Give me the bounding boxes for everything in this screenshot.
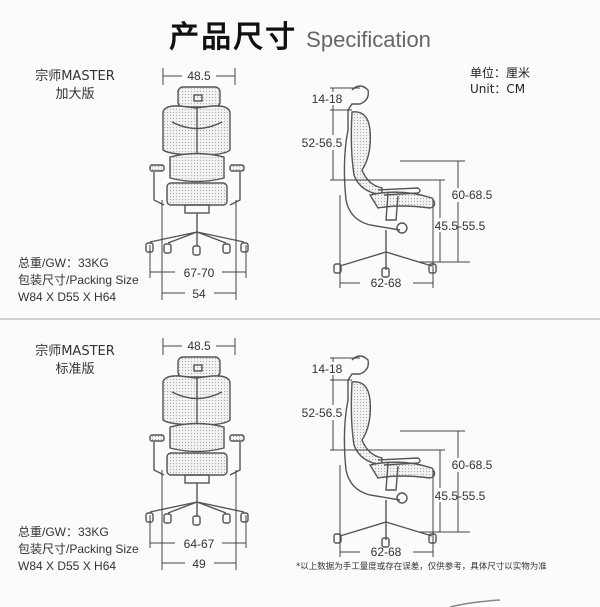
- side-view-large: 14-18 52-56.5 60-68.5 45.5-55.5 62-68: [302, 85, 493, 290]
- dim-seat-height: 45.5-55.5: [435, 489, 486, 503]
- dim-back-height: 52-56.5: [302, 406, 343, 420]
- dim-top-width: 48.5: [187, 339, 211, 353]
- model-line2: 标准版: [55, 362, 95, 377]
- dim-base-width: 64-67: [184, 537, 215, 551]
- front-view-standard: 48.5 64-67 49: [145, 338, 249, 571]
- side-view-standard: 14-18 52-56.5 60-68.5 45.5-55.5 62-68: [302, 355, 493, 559]
- section-divider: [0, 318, 600, 320]
- packing-size: W84 X D55 X H64: [18, 559, 117, 573]
- unit-zh: 单位：厘米: [470, 66, 531, 80]
- dim-seat-width: 49: [192, 557, 206, 571]
- dim-headrest: 14-18: [312, 92, 343, 106]
- model-line2: 加大版: [55, 87, 95, 102]
- dim-back-height: 52-56.5: [302, 136, 343, 150]
- dim-seat-height: 45.5-55.5: [435, 219, 486, 233]
- package-info-large: 总重/GW：33KG 包装尺寸/Packing Size W84 X D55 X…: [18, 255, 139, 306]
- unit-en: Unit：CM: [470, 82, 526, 96]
- next-figure-edge: [449, 599, 501, 607]
- dim-depth: 62-68: [371, 276, 402, 290]
- package-info-standard: 总重/GW：33KG 包装尺寸/Packing Size W84 X D55 X…: [18, 524, 139, 575]
- dim-top-width: 48.5: [187, 69, 211, 83]
- front-view-large: 48.5 67-70 54: [145, 68, 249, 301]
- dim-armrest-height: 60-68.5: [452, 458, 493, 472]
- dim-armrest-height: 60-68.5: [452, 188, 493, 202]
- unit-label: 单位：厘米 Unit：CM: [470, 65, 530, 97]
- gross-weight: 总重/GW：33KG: [18, 525, 109, 539]
- model-name-large: 宗师MASTER 加大版: [0, 68, 150, 104]
- dim-seat-width: 54: [192, 287, 206, 301]
- dim-base-width: 67-70: [184, 266, 215, 280]
- gross-weight: 总重/GW：33KG: [18, 256, 109, 270]
- dim-headrest: 14-18: [312, 362, 343, 376]
- packing-label: 包装尺寸/Packing Size: [18, 542, 139, 556]
- packing-size: W84 X D55 X H64: [18, 290, 117, 304]
- model-line1: 宗师MASTER: [35, 69, 115, 84]
- title-zh: 产品尺寸: [169, 20, 298, 55]
- title-en: Specification: [306, 27, 431, 52]
- page-title: 产品尺寸 Specification: [0, 12, 600, 56]
- model-line1: 宗师MASTER: [35, 344, 115, 359]
- model-name-standard: 宗师MASTER 标准版: [0, 343, 150, 379]
- packing-label: 包装尺寸/Packing Size: [18, 273, 139, 287]
- dim-depth: 62-68: [371, 545, 402, 559]
- footnote: *以上数据为手工量度或存在误差，仅供参考，具体尺寸以实物为准: [296, 562, 547, 572]
